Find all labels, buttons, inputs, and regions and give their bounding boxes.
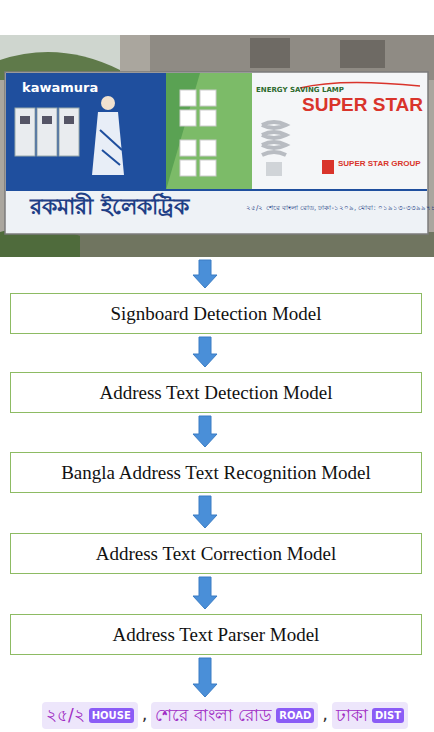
parsed-entity-chip: ঢাকা DIST [332,702,408,729]
lamp-spiral [262,122,286,155]
model-name: Bangla Address Text Recognition Model [61,462,371,484]
figure-body [92,112,124,175]
separator: , [142,703,148,724]
entity-text: শেরে বাংলা রোড [155,702,272,730]
entity-text: ঢাকা [336,702,368,730]
sign-text: রকমারী ইলেকট্রিক [30,195,189,219]
building-window [340,40,385,68]
breaker [59,108,79,156]
flow-arrow [193,577,217,609]
model-name: Address Text Detection Model [99,382,332,404]
process-box: Bangla Address Text Recognition Model [10,452,422,493]
breaker-switch [64,116,74,124]
switch-plate [200,110,216,126]
process-box: Address Text Detection Model [10,372,422,413]
entity-text: ২৫/২ [46,702,85,730]
entity-tag: ROAD [276,708,314,723]
switch-plate [180,140,196,156]
building-window [250,38,290,68]
sign-text: kawamura [22,81,98,95]
signboard-photo [0,0,434,260]
blue-panel [6,73,166,190]
green-panel-shade [166,73,200,190]
sign-text: ENERGY SAVING LAMP [256,87,344,95]
process-box: Signboard Detection Model [10,293,422,334]
signboard-image: kawamura ENERGY SAVING LAMPSUPER STAR SUPE… [0,35,434,257]
breaker [37,108,57,156]
separator: , [322,703,328,724]
breaker-switch [42,116,52,124]
strip-border [6,189,427,191]
switch-plate [180,110,196,126]
parsed-entity-chip: ২৫/২ HOUSE [42,702,138,729]
entity-tag: DIST [372,708,404,723]
photo-background [0,35,434,257]
flow-arrow [193,416,217,447]
parsed-entity-chip: শেরে বাংলা রোড ROAD [151,702,318,729]
switch-plate [200,90,216,106]
flow-arrow [193,337,217,367]
switch-plate [200,140,216,156]
green-panel [166,73,252,190]
figure-pattern [100,130,122,165]
lamp-base [266,162,282,176]
model-name: Signboard Detection Model [110,303,321,325]
breaker-switch [20,116,30,124]
switch-plate [180,160,196,176]
group-logo [322,160,334,174]
flow-arrow [193,496,217,528]
model-name: Address Text Correction Model [96,543,337,565]
process-box: Address Text Parser Model [10,614,422,655]
breaker [15,108,35,156]
process-box: Address Text Correction Model [10,533,422,574]
sign-text: ২৫/২ শেরে বাংলা রোড, ঢাকা-১২০৯, মোবা: ০১… [246,205,434,213]
flow-arrow [193,658,217,697]
sign-text: SUPER STAR GROUP [338,160,421,169]
flow-arrow [193,260,217,288]
figure-head [101,96,115,110]
model-name: Address Text Parser Model [113,624,320,646]
switch-plate [200,160,216,176]
switch-plate [180,90,196,106]
sign-text: SUPER STAR [302,95,423,116]
entity-tag: HOUSE [89,708,134,723]
